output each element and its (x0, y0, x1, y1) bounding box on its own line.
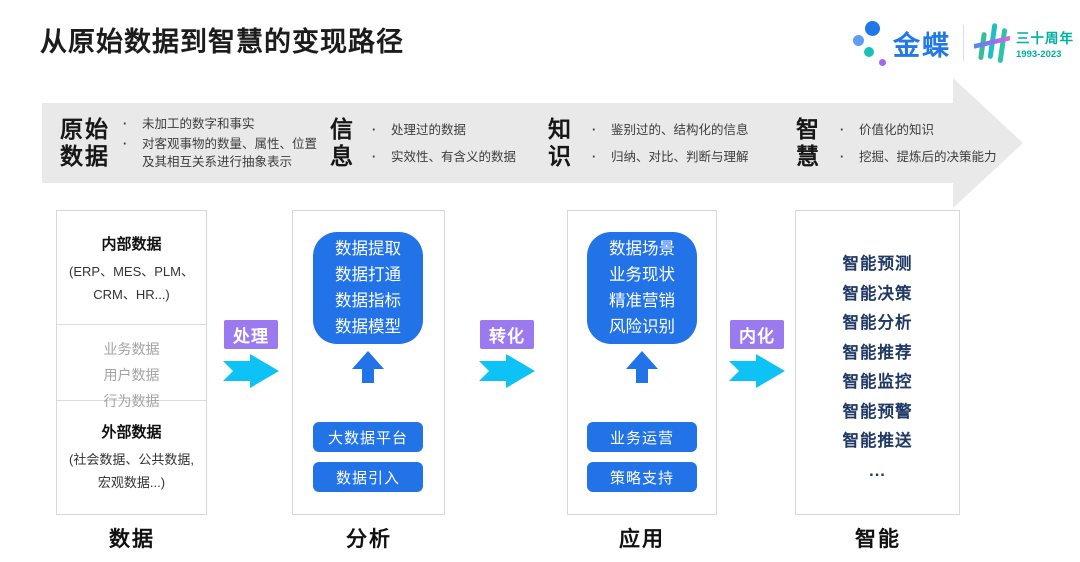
intelligence-item: 智能推荐 (842, 343, 913, 362)
intelligence-item: 智能分析 (842, 314, 913, 332)
internal-data-systems: (ERP、MES、PLM、 (69, 264, 194, 279)
kingdee-brand-text: 金蝶 (893, 30, 951, 61)
bullet-point: 价值化的知识 (835, 121, 997, 139)
stage-information-points: 处理过的数据 实效性、有含义的数据 (367, 121, 516, 166)
logo-divider (963, 25, 964, 61)
intelligence-item: 智能预警 (842, 402, 913, 421)
internal-data-section: 内部数据 (ERP、MES、PLM、 CRM、HR...) (57, 211, 206, 325)
dot-lightblue-icon (853, 35, 864, 46)
stage-label-line: 信 (330, 116, 355, 142)
stage-wisdom: 智 慧 价值化的知识 挖掘、提炼后的决策能力 (796, 103, 997, 183)
application-scenario: 风险识别 (609, 318, 675, 336)
data-ingestion-chip: 数据引入 (313, 462, 423, 492)
external-data-systems: 宏观数据...) (97, 475, 166, 490)
bullet-point: 鉴别过的、结构化的信息 (587, 121, 749, 139)
connector-internalize: 内化 (728, 320, 786, 388)
internal-data-systems: CRM、HR...) (93, 287, 170, 302)
stage-information: 信 息 处理过的数据 实效性、有含义的数据 (330, 103, 516, 183)
stage-wisdom-points: 价值化的知识 挖掘、提炼后的决策能力 (835, 121, 997, 166)
intelligence-panel (795, 210, 960, 515)
page-title: 从原始数据到智慧的变现路径 (40, 27, 404, 57)
column-footer-analysis: 分析 (346, 528, 392, 551)
thirty-anniversary-mark-icon (974, 23, 1010, 63)
intelligence-item: 智能推送 (842, 432, 913, 450)
middle-data-section: 业务数据 用户数据 行为数据 (57, 325, 206, 409)
banner-arrow-head (953, 78, 1023, 208)
bullet-point: 实效性、有含义的数据 (367, 148, 516, 166)
cyan-right-arrow-icon (479, 354, 535, 388)
stage-raw-data: 原始 数据 未加工的数字和事实 对客观事物的数量、属性、位置及其相互关系进行抽象… (60, 103, 318, 183)
stage-raw-data-label: 原始 数据 (60, 116, 110, 170)
stage-label-line: 知 (548, 116, 573, 142)
stage-raw-data-points: 未加工的数字和事实 对客观事物的数量、属性、位置及其相互关系进行抽象表示 (118, 115, 318, 171)
connector-transform: 转化 (478, 320, 536, 388)
data-sources-panel: 内部数据 (ERP、MES、PLM、 CRM、HR...) 业务数据 用户数据 … (56, 210, 207, 515)
intelligence-list: 智能预测 智能决策 智能分析 智能推荐 智能监控 智能预警 智能推送 ... (795, 250, 960, 486)
column-footer-application: 应用 (619, 528, 665, 551)
external-data-title: 外部数据 (101, 424, 162, 441)
kingdee-logo: 金蝶 三十周年 1993-2023 (853, 14, 1074, 72)
stage-label-line: 智 (796, 116, 821, 142)
column-footer-intelligence: 智能 (855, 528, 901, 551)
anniversary-years: 1993-2023 (1016, 48, 1062, 60)
anniversary-block: 三十周年 1993-2023 (1016, 27, 1074, 60)
bullet-point: 处理过的数据 (367, 121, 516, 139)
intelligence-item: 智能监控 (842, 373, 913, 391)
cyan-right-arrow-icon (729, 354, 785, 388)
stage-label-line: 数据 (60, 143, 110, 169)
bullet-point: 对客观事物的数量、属性、位置及其相互关系进行抽象表示 (118, 135, 318, 171)
stage-label-line: 慧 (796, 143, 821, 169)
analysis-main-box: 数据提取 数据打通 数据指标 数据模型 (313, 232, 423, 344)
strategy-support-chip: 策略支持 (587, 462, 697, 492)
analysis-capability: 数据打通 (335, 266, 401, 284)
application-scenario: 业务现状 (609, 266, 675, 284)
bullet-point: 挖掘、提炼后的决策能力 (835, 148, 997, 166)
analysis-capability: 数据模型 (335, 318, 401, 336)
kingdee-dots-icon (853, 16, 889, 70)
stage-wisdom-label: 智 慧 (796, 116, 821, 170)
process-label: 处理 (224, 320, 278, 349)
stage-knowledge: 知 识 鉴别过的、结构化的信息 归纳、对比、判断与理解 (548, 103, 749, 183)
stage-information-label: 信 息 (330, 116, 355, 170)
bullet-point: 未加工的数字和事实 (118, 115, 318, 133)
connector-process: 处理 (222, 320, 280, 388)
stage-knowledge-label: 知 识 (548, 116, 573, 170)
anniversary-label: 三十周年 (1016, 30, 1074, 46)
blue-up-arrow-icon (626, 351, 658, 383)
application-main-box: 数据场景 业务现状 精准营销 风险识别 (587, 232, 697, 344)
intelligence-ellipsis: ... (869, 461, 886, 480)
external-data-systems: (社会数据、公共数据, (69, 452, 194, 467)
data-type-item: 用户数据 (103, 367, 160, 383)
internal-data-title: 内部数据 (101, 236, 162, 253)
stage-label-line: 息 (330, 143, 355, 169)
analysis-capability: 数据提取 (335, 240, 401, 258)
bullet-point: 归纳、对比、判断与理解 (587, 148, 749, 166)
big-data-platform-chip: 大数据平台 (313, 422, 423, 452)
stage-label-line: 识 (548, 143, 573, 169)
application-scenario: 精准营销 (609, 292, 675, 310)
dikw-arrow-banner: 原始 数据 未加工的数字和事实 对客观事物的数量、属性、位置及其相互关系进行抽象… (42, 78, 1023, 208)
dot-teal-icon (864, 47, 874, 57)
external-data-section: 外部数据 (社会数据、公共数据, 宏观数据...) (57, 401, 206, 494)
data-type-item: 业务数据 (103, 341, 160, 357)
column-footer-data: 数据 (109, 528, 155, 551)
dot-blue-icon (865, 21, 880, 36)
intelligence-item: 智能决策 (842, 284, 913, 303)
dot-purple-icon (879, 59, 886, 66)
analysis-capability: 数据指标 (335, 292, 401, 310)
application-scenario: 数据场景 (609, 240, 675, 258)
cyan-right-arrow-icon (223, 354, 279, 388)
transform-label: 转化 (480, 320, 534, 349)
stage-knowledge-points: 鉴别过的、结构化的信息 归纳、对比、判断与理解 (587, 121, 749, 166)
internalize-label: 内化 (730, 320, 784, 349)
intelligence-item: 智能预测 (842, 255, 913, 273)
data-type-item: 行为数据 (103, 393, 160, 409)
blue-up-arrow-icon (352, 351, 384, 383)
stage-label-line: 原始 (60, 116, 110, 142)
business-operation-chip: 业务运营 (587, 422, 697, 452)
